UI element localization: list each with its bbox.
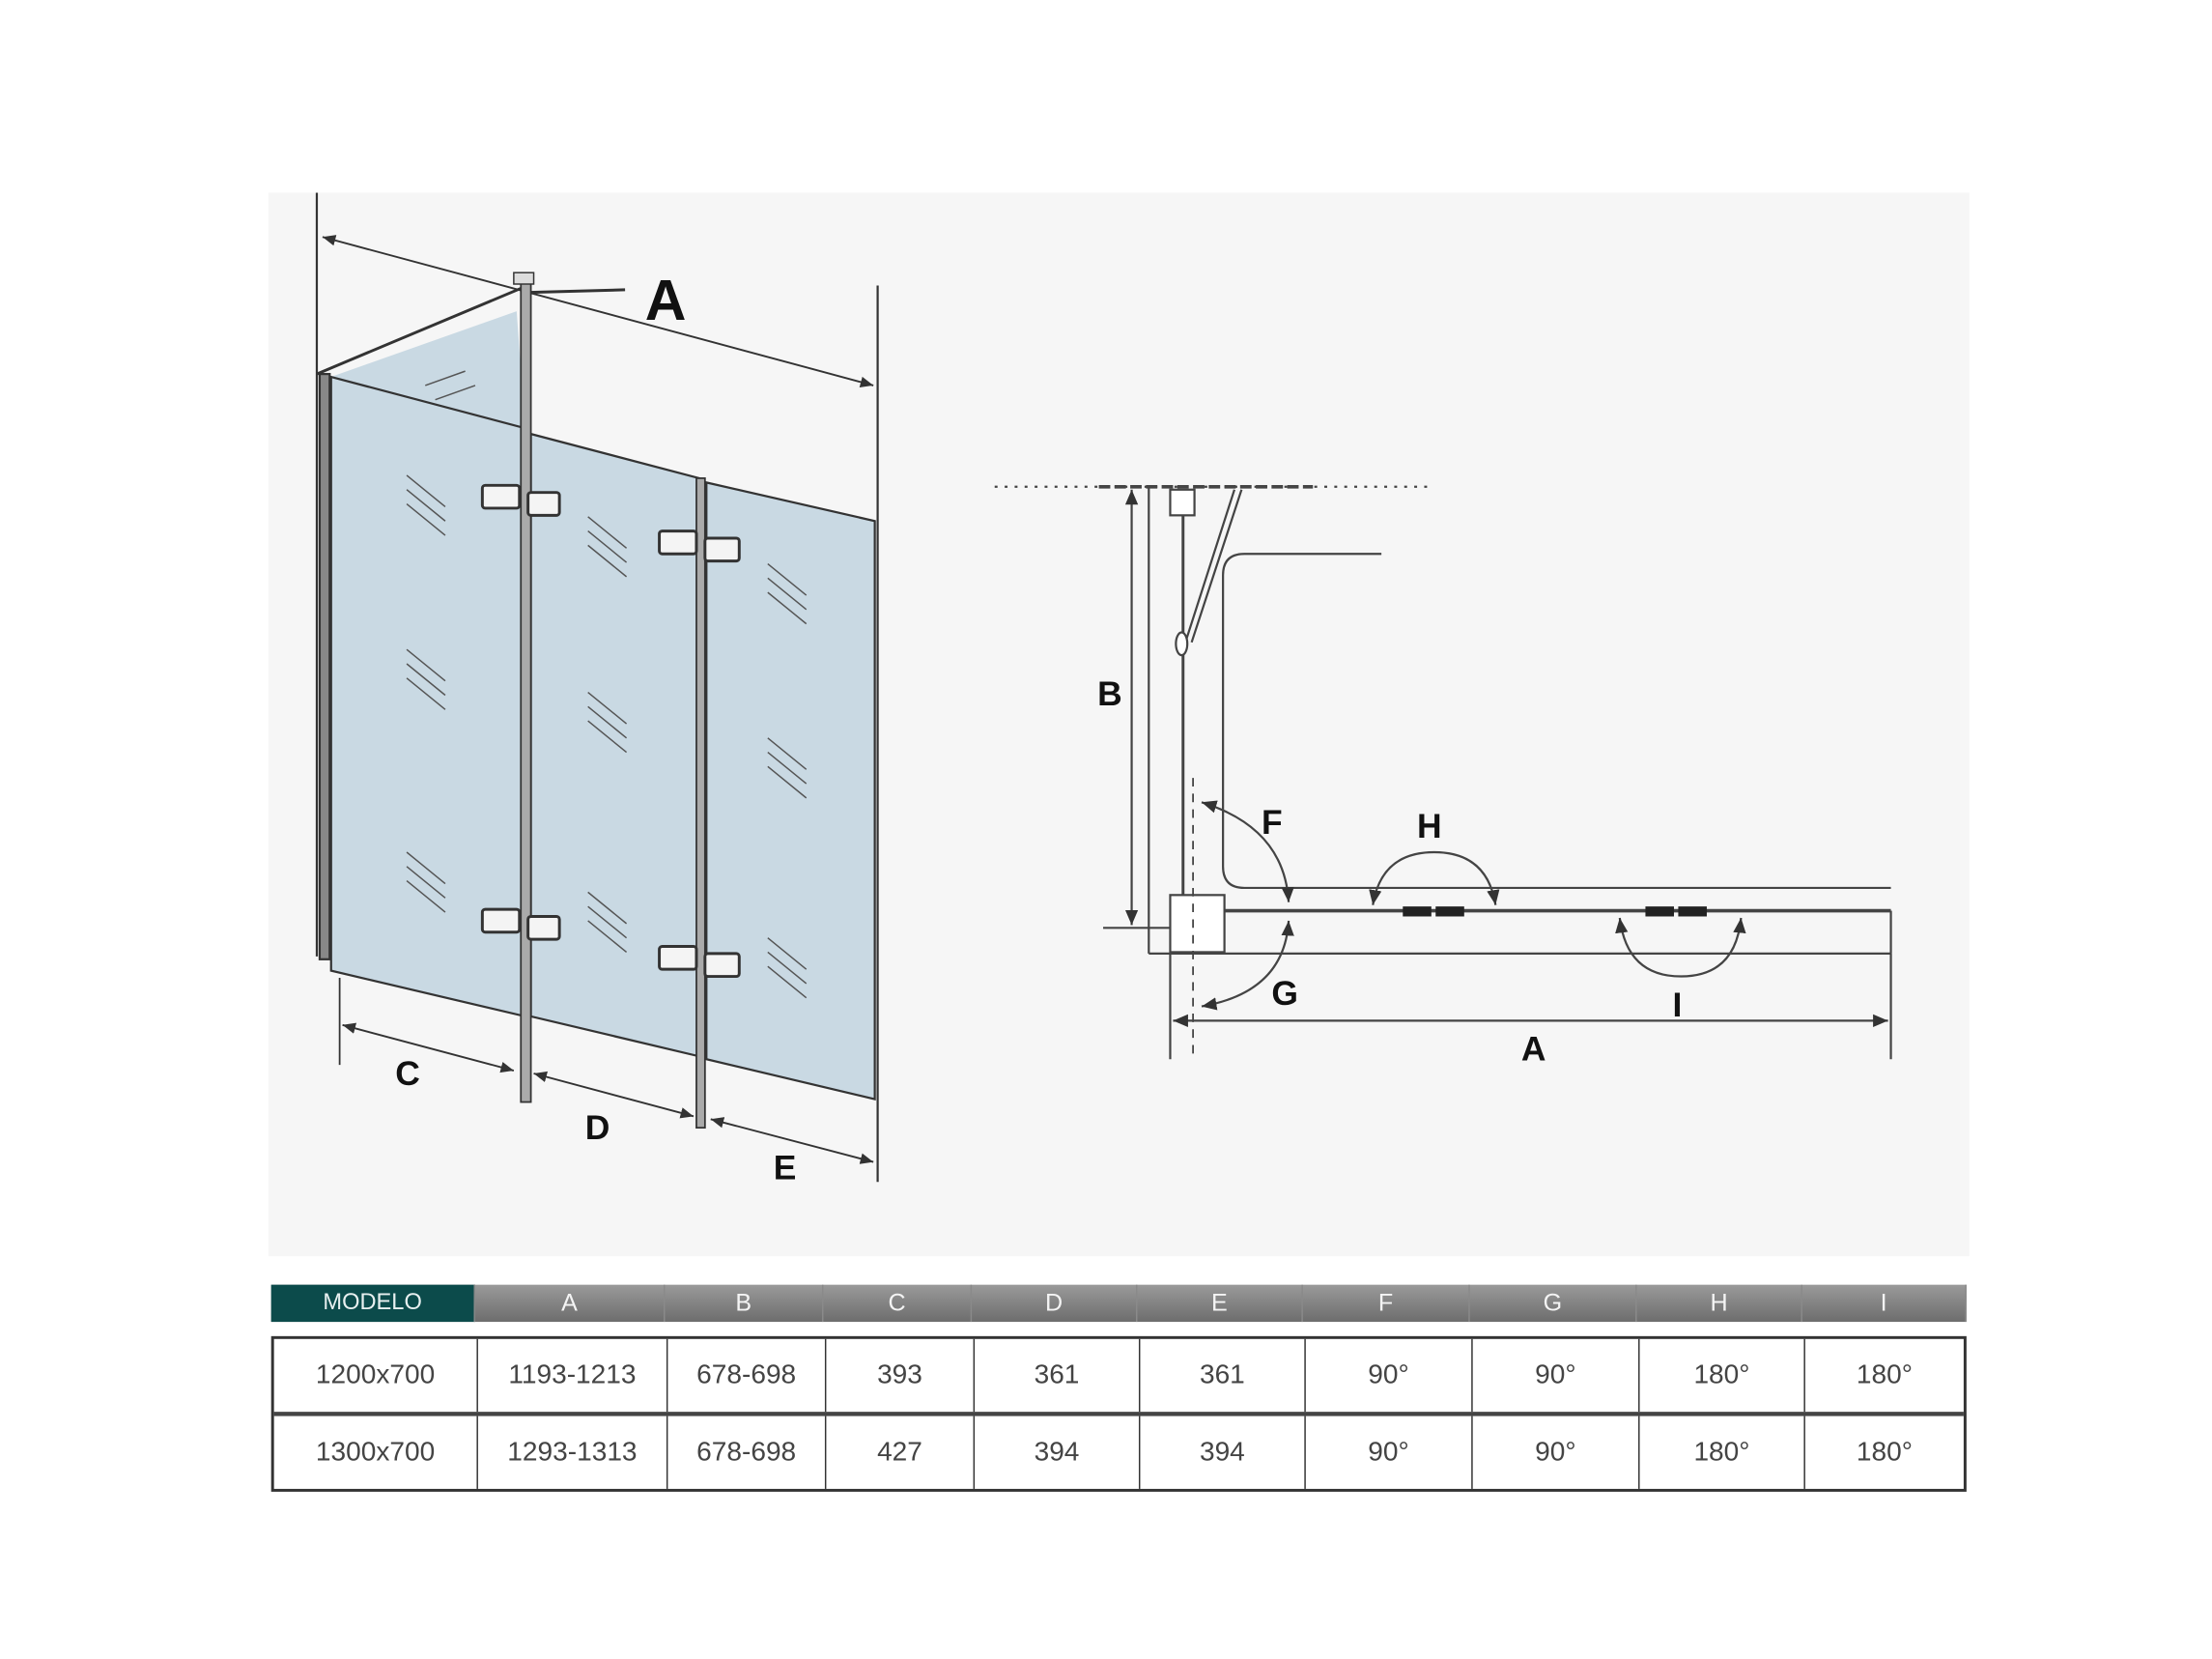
header-i: I (1802, 1284, 1967, 1323)
hinge (480, 483, 522, 510)
hinge (703, 952, 741, 979)
hinge (1435, 906, 1464, 917)
header-modelo: MODELO (270, 1284, 475, 1323)
hinge (658, 945, 698, 971)
cell-d: 394 (975, 1416, 1141, 1489)
wall-profile-box (1169, 894, 1226, 954)
label-d: D (585, 1108, 610, 1147)
hinge-post-2 (695, 477, 706, 1130)
cell-c: 427 (826, 1416, 976, 1489)
glass-panel-3 (705, 480, 876, 1101)
cell-f: 90° (1306, 1338, 1473, 1413)
header-c: C (823, 1284, 973, 1323)
support-arm (521, 288, 626, 295)
label-f: F (1262, 803, 1283, 842)
hinge (526, 491, 561, 517)
cell-b: 678-698 (667, 1416, 827, 1489)
hinge (1403, 906, 1432, 917)
header-d: D (972, 1284, 1138, 1323)
dimension-a-arrow (322, 235, 874, 387)
support-bar (1183, 489, 1243, 646)
dimension-e-arrow (710, 1117, 874, 1164)
cell-modelo: 1300x700 (274, 1416, 478, 1489)
cell-g: 90° (1473, 1416, 1640, 1489)
plan-view (994, 484, 1892, 1060)
post-cap (513, 272, 535, 285)
cell-b: 678-698 (667, 1338, 827, 1413)
label-c: C (395, 1054, 420, 1093)
cell-a: 1193-1213 (478, 1338, 668, 1413)
label-a-plan: A (1521, 1030, 1546, 1069)
label-g: G (1271, 974, 1298, 1013)
hinge (526, 915, 561, 941)
table-row: 1300x700 1293-1313 678-698 427 394 394 9… (273, 1412, 1964, 1489)
ceiling-bracket (1169, 488, 1196, 517)
hinge-post-1 (520, 277, 532, 1103)
hinge (1678, 906, 1707, 917)
cell-e: 361 (1140, 1338, 1306, 1413)
spec-table: MODELO A B C D E F G H I 1200x700 1193-1… (270, 1284, 1967, 1492)
label-b: B (1097, 674, 1122, 713)
glass-glare-marks (406, 370, 808, 999)
table-header: MODELO A B C D E F G H I (270, 1284, 1967, 1323)
hinge (480, 907, 522, 934)
table-body: 1200x700 1193-1213 678-698 393 361 361 9… (270, 1335, 1967, 1492)
hinge (658, 529, 698, 556)
label-a-perspective: A (645, 269, 687, 332)
header-g: G (1470, 1284, 1637, 1323)
dimension-d-arrow (533, 1071, 695, 1119)
header-h: H (1637, 1284, 1802, 1323)
hinges (480, 483, 741, 979)
cell-h: 180° (1640, 1338, 1805, 1413)
cell-i: 180° (1856, 1359, 1913, 1390)
cell-c: 393 (826, 1338, 976, 1413)
angle-h-arc (1369, 850, 1500, 905)
hinge (1645, 906, 1674, 917)
table-row: 1200x700 1193-1213 678-698 393 361 361 9… (274, 1338, 1964, 1413)
cell-h: 180° (1640, 1416, 1805, 1489)
cell-e: 394 (1140, 1416, 1306, 1489)
dimension-c-arrow (342, 1022, 515, 1073)
label-i: I (1673, 986, 1683, 1024)
header-e: E (1137, 1284, 1303, 1323)
wall-profile (318, 372, 331, 960)
cell-g: 90° (1473, 1338, 1640, 1413)
label-e: E (774, 1148, 797, 1187)
angle-f-arc (1201, 800, 1294, 902)
header-a: A (475, 1284, 666, 1323)
angle-i-arc (1615, 917, 1746, 978)
rod-joint (1175, 631, 1189, 657)
plan-hinges (1403, 906, 1707, 917)
cell-f: 90° (1306, 1416, 1473, 1489)
cell-d: 361 (975, 1338, 1141, 1413)
cell-a: 1293-1313 (478, 1416, 668, 1489)
fixed-glass-top (330, 311, 525, 429)
cell-i: 180° (1856, 1437, 1913, 1468)
support-bar (316, 287, 522, 376)
perspective-view (315, 192, 879, 1183)
diagrams: A C D E (315, 192, 1892, 1187)
label-h: H (1417, 807, 1442, 845)
bath-outline (1222, 553, 1891, 890)
hinge (703, 536, 741, 563)
angle-g-arc (1201, 920, 1294, 1011)
header-f: F (1303, 1284, 1470, 1323)
header-b: B (665, 1284, 824, 1323)
cell-modelo: 1200x700 (274, 1338, 478, 1413)
